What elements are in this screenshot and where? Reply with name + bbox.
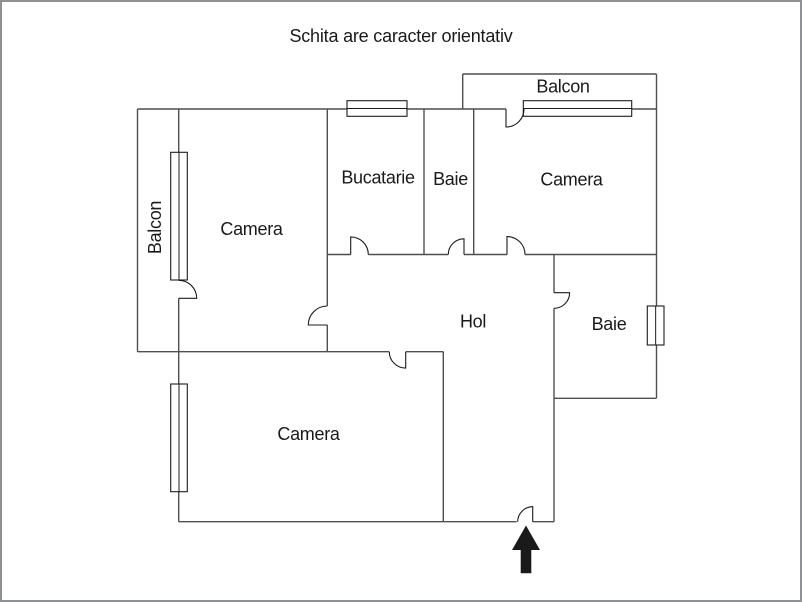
room-label-hol: Hol — [460, 311, 486, 331]
room-label-balcon-left: Balcon — [145, 201, 165, 254]
entrance-door — [517, 506, 534, 522]
entrance-arrow — [512, 525, 540, 574]
room-label-baie-top: Baie — [433, 169, 468, 189]
room-label-camera-topleft: Camera — [220, 219, 284, 239]
room-label-camera-bottom: Camera — [277, 424, 341, 444]
room-label-baie-right: Baie — [592, 314, 627, 334]
camera-bottom-door — [388, 351, 407, 369]
baie-right-door — [553, 292, 571, 309]
plan-title: Schita are caracter orientativ — [289, 26, 513, 46]
balcon-left-door — [178, 279, 198, 299]
balcon-top-door — [505, 108, 525, 128]
room-label-balcon-top: Balcon — [536, 76, 589, 96]
camera-topleft-door — [307, 305, 328, 326]
room-label-bucatarie: Bucatarie — [341, 167, 415, 187]
camera-topright-door — [506, 235, 526, 255]
bucatarie-door — [350, 236, 369, 255]
room-label-camera-topright: Camera — [540, 169, 604, 189]
baie-top-door — [447, 238, 465, 255]
